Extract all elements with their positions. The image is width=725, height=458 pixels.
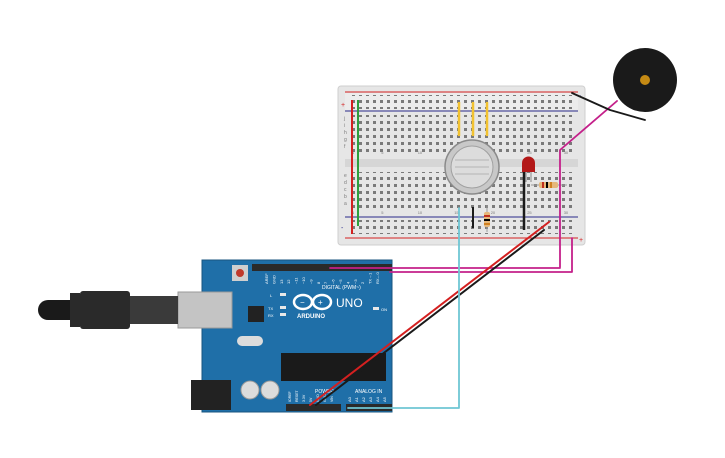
digital-pin-label: ~6 bbox=[331, 279, 336, 284]
power-pin-label: VIN bbox=[330, 396, 334, 402]
digital-pin-label: TX→1 bbox=[368, 272, 373, 284]
rail-plus-top: + bbox=[341, 102, 345, 109]
digital-pin-label: 7 bbox=[323, 281, 328, 284]
on-label: ON bbox=[381, 307, 387, 312]
power-jack[interactable] bbox=[191, 380, 231, 410]
microcontroller-chip bbox=[281, 353, 386, 381]
column-number: 10 bbox=[418, 210, 423, 215]
usb-chip bbox=[248, 306, 264, 322]
digital-pin-label: ~10 bbox=[301, 276, 306, 284]
digital-header bbox=[252, 264, 392, 271]
piezo-buzzer[interactable] bbox=[613, 48, 677, 112]
row-letter: a bbox=[344, 201, 347, 207]
digital-pin-label: 12 bbox=[286, 279, 291, 284]
power-pin-label: 3.3V bbox=[302, 394, 306, 402]
digital-pin-label: 4 bbox=[345, 281, 350, 284]
power-label: POWER bbox=[315, 389, 334, 395]
tx-label: TX bbox=[268, 306, 273, 311]
arduino-uno[interactable]: − + ARDUINO UNO DIGITAL (PWM~) POWER ANA… bbox=[177, 259, 393, 413]
row-letter: h bbox=[344, 130, 347, 136]
row-letter: c bbox=[344, 187, 347, 193]
row-letter: g bbox=[344, 137, 347, 143]
svg-text:+: + bbox=[318, 298, 323, 307]
column-number: 5 bbox=[381, 210, 384, 215]
analog-pin-label: A1 bbox=[354, 396, 359, 402]
arduino-logo: − + bbox=[292, 293, 333, 311]
rx-label: RX bbox=[268, 313, 274, 318]
wire-magenta-rail[interactable] bbox=[389, 237, 573, 273]
row-letter: e bbox=[344, 173, 347, 179]
breadboard[interactable]: + - - + j i h g f e d c b a 115510101515… bbox=[337, 85, 586, 246]
column-number: 25 bbox=[527, 210, 532, 215]
svg-text:−: − bbox=[300, 298, 305, 307]
analog-label: ANALOG IN bbox=[355, 389, 383, 395]
analog-pin-label: A0 bbox=[347, 396, 352, 402]
row-letter: i bbox=[344, 123, 345, 129]
digital-pin-label: ~3 bbox=[353, 279, 358, 284]
wire-black-buzzer[interactable] bbox=[571, 92, 646, 121]
column-number: 15 bbox=[454, 210, 459, 215]
column-number: 1 bbox=[352, 210, 355, 215]
l-label: L bbox=[270, 293, 273, 298]
analog-pin-label: A4 bbox=[375, 396, 380, 402]
rail-plus-bottom: + bbox=[579, 237, 583, 244]
wire-red-5v[interactable] bbox=[309, 221, 550, 406]
digital-label: DIGITAL (PWM~) bbox=[322, 285, 361, 291]
column-number: 30 bbox=[564, 150, 569, 155]
column-number: 25 bbox=[527, 150, 532, 155]
led-red[interactable] bbox=[522, 156, 535, 183]
column-number: 1 bbox=[352, 150, 355, 155]
digital-pin-label: ~5 bbox=[338, 279, 343, 284]
row-letter: b bbox=[344, 194, 347, 200]
row-letter: d bbox=[344, 180, 347, 186]
column-number: 5 bbox=[381, 150, 384, 155]
row-letters: j i h g f e d c b a bbox=[343, 116, 347, 207]
digital-pin-label: AREF bbox=[264, 273, 269, 284]
power-pin-label: RESET bbox=[295, 389, 299, 402]
row-letter: j bbox=[343, 116, 345, 122]
wire-cyan-analog[interactable] bbox=[347, 207, 460, 409]
digital-pin-label: 8 bbox=[316, 281, 321, 284]
rail-minus-bottom: - bbox=[341, 225, 344, 232]
column-number: 10 bbox=[418, 150, 423, 155]
digital-pin-label: GND bbox=[271, 275, 276, 284]
column-number: 30 bbox=[564, 210, 569, 215]
board-model: UNO bbox=[336, 296, 363, 310]
usb-port[interactable] bbox=[177, 291, 233, 329]
analog-pin-label: A2 bbox=[361, 396, 366, 402]
digital-pin-label: 13 bbox=[279, 279, 284, 284]
digital-pin-label: RX←0 bbox=[375, 271, 380, 284]
power-header bbox=[286, 404, 341, 411]
usb-cable[interactable] bbox=[38, 291, 178, 329]
analog-pin-label: A3 bbox=[368, 396, 373, 402]
resistor-horizontal[interactable] bbox=[531, 182, 567, 188]
column-number: 20 bbox=[491, 210, 496, 215]
power-pin-label: 5V bbox=[309, 397, 313, 402]
wire-black-gnd[interactable] bbox=[315, 229, 545, 406]
analog-pin-label: A5 bbox=[382, 396, 387, 402]
digital-pin-label: 2 bbox=[360, 281, 365, 284]
wire-magenta-buzzer[interactable] bbox=[559, 100, 618, 268]
gas-sensor[interactable] bbox=[444, 139, 500, 195]
digital-pin-label: ~9 bbox=[308, 279, 313, 284]
row-letter: f bbox=[344, 144, 346, 150]
power-pin-label: IOREF bbox=[288, 391, 292, 402]
digital-pin-label: ~11 bbox=[294, 277, 299, 284]
resistor-vertical[interactable] bbox=[484, 205, 490, 232]
board-brand: ARDUINO bbox=[297, 314, 325, 320]
